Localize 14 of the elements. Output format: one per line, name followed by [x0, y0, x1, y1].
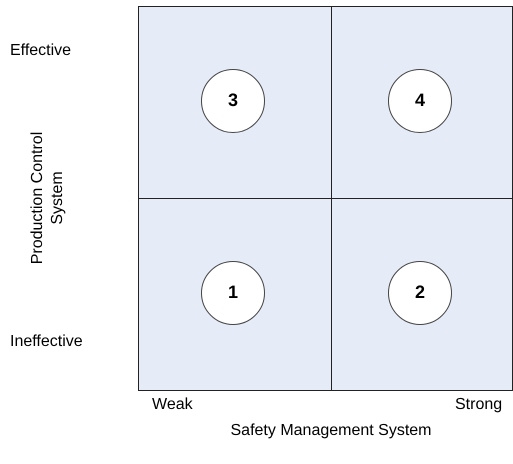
axis-value-label: Weak: [152, 396, 193, 414]
quadrant-box: [138, 6, 332, 199]
quadrant-box: [138, 198, 332, 391]
axis-value-label: Effective: [10, 42, 72, 60]
axis-value-label: Ineffective: [10, 333, 83, 351]
numbered-circle: 3: [201, 68, 265, 132]
quadrant-box: [331, 198, 513, 391]
numbered-circle: 1: [201, 260, 265, 324]
numbered-circle: 4: [388, 68, 452, 132]
axis-title: Production Control System: [28, 130, 67, 266]
numbered-circle: 2: [388, 260, 452, 324]
axis-value-label: Strong: [455, 396, 502, 414]
axis-title: Safety Management System: [230, 422, 432, 440]
quadrant-box: [331, 6, 513, 199]
